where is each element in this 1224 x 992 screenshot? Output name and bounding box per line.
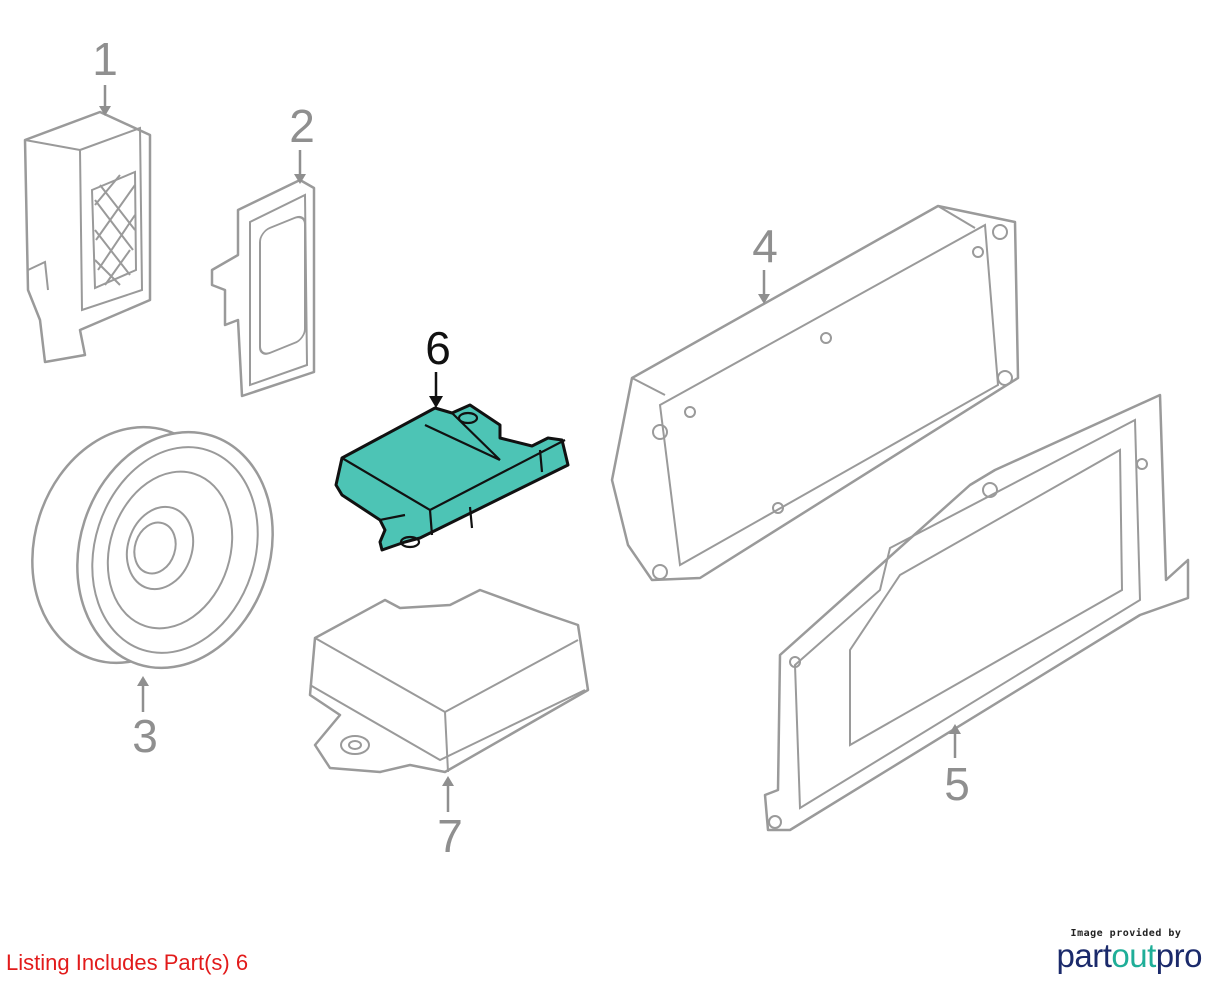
callout-3: 3 (132, 676, 158, 762)
svg-text:7: 7 (437, 810, 463, 862)
logo-caption: Image provided by (1070, 928, 1182, 939)
svg-text:3: 3 (132, 710, 158, 762)
callout-4: 4 (752, 220, 778, 304)
callout-7: 7 (437, 776, 463, 862)
callout-5: 5 (944, 724, 970, 810)
part-1-tweeter[interactable] (23, 110, 152, 364)
part-2-tweeter-cover[interactable] (210, 178, 316, 398)
svg-text:5: 5 (944, 758, 970, 810)
partoutpro-logo: Image provided by partoutpro (1056, 928, 1203, 974)
callout-6: 6 (425, 322, 451, 408)
part-6-control-module[interactable] (334, 403, 570, 552)
svg-text:1: 1 (92, 33, 118, 85)
svg-text:6: 6 (425, 322, 451, 374)
part-5-tray[interactable] (763, 393, 1190, 832)
part-4-amplifier[interactable] (610, 204, 1020, 582)
part-3-speaker[interactable] (3, 402, 303, 694)
svg-text:2: 2 (289, 100, 315, 152)
callout-2: 2 (289, 100, 315, 184)
svg-text:4: 4 (752, 220, 778, 272)
part-7-module[interactable] (308, 588, 590, 774)
listing-includes-text: Listing Includes Part(s) 6 (6, 950, 249, 975)
logo-wordmark: partoutpro (1056, 937, 1203, 974)
callout-1: 1 (92, 33, 118, 116)
